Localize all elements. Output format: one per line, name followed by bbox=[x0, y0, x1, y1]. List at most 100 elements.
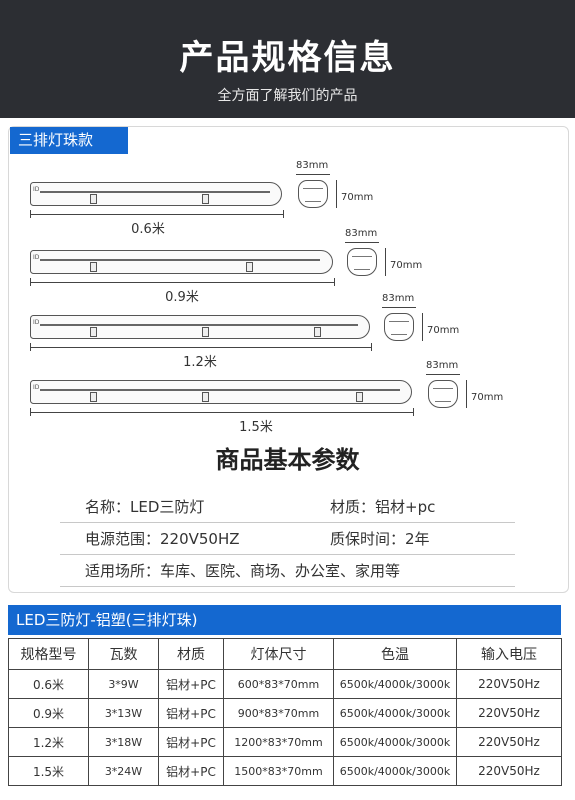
lamp-clip bbox=[314, 327, 321, 337]
column-header: 材质 bbox=[158, 638, 224, 670]
lamp-stripe bbox=[40, 389, 400, 391]
table-row: 1.5米 3*24W 铝材+PC 1500*83*70mm 6500k/4000… bbox=[8, 756, 562, 786]
width-label: 83mm bbox=[345, 228, 378, 239]
lamp-stripe bbox=[40, 324, 358, 326]
column-header: 灯体尺寸 bbox=[223, 638, 334, 670]
lamp-body bbox=[30, 250, 333, 274]
table-cell: 600*83*70mm bbox=[223, 669, 334, 699]
cross-section-icon bbox=[347, 248, 377, 276]
param-material: 材质：铝材+pc bbox=[330, 498, 436, 516]
param-row: 适用场所：车库、医院、商场、办公室、家用等 bbox=[60, 554, 515, 587]
table-cell: 3*24W bbox=[88, 756, 159, 786]
lamp-clip bbox=[202, 327, 209, 337]
table-row: 0.9米 3*13W 铝材+PC 900*83*70mm 6500k/4000k… bbox=[8, 698, 562, 728]
height-label: 70mm bbox=[427, 325, 460, 336]
length-label: 0.9米 bbox=[165, 290, 199, 305]
width-dimension bbox=[382, 307, 416, 308]
endcap-label: ID bbox=[33, 186, 40, 193]
endcap-label: ID bbox=[33, 319, 40, 326]
lamp-clip bbox=[356, 392, 363, 402]
lamp-body bbox=[30, 315, 370, 339]
column-header: 色温 bbox=[333, 638, 457, 670]
table-cell: 220V50Hz bbox=[456, 698, 562, 728]
cross-section-icon bbox=[298, 180, 328, 208]
table-cell: 1500*83*70mm bbox=[223, 756, 334, 786]
table-header-row: 规格型号 瓦数 材质 灯体尺寸 色温 输入电压 bbox=[8, 638, 562, 670]
table-cell: 3*13W bbox=[88, 698, 159, 728]
height-dimension bbox=[385, 248, 386, 276]
height-label: 70mm bbox=[341, 192, 374, 203]
params-title: 商品基本参数 bbox=[215, 446, 360, 474]
lamp-drawing-0-9m: ID bbox=[30, 250, 333, 274]
table-cell: 铝材+PC bbox=[158, 669, 224, 699]
table-cell: 0.6米 bbox=[8, 669, 89, 699]
width-dimension bbox=[296, 174, 330, 175]
width-label: 83mm bbox=[426, 360, 459, 371]
table-cell: 1200*83*70mm bbox=[223, 727, 334, 757]
column-header: 输入电压 bbox=[456, 638, 562, 670]
lamp-clip bbox=[202, 392, 209, 402]
endcap-label: ID bbox=[33, 254, 40, 261]
param-name: 名称：LED三防灯 bbox=[85, 498, 205, 516]
height-label: 70mm bbox=[471, 392, 504, 403]
table-cell: 900*83*70mm bbox=[223, 698, 334, 728]
table-cell: 1.2米 bbox=[8, 727, 89, 757]
column-header: 规格型号 bbox=[8, 638, 89, 670]
length-dimension bbox=[30, 408, 414, 416]
table-cell: 铝材+PC bbox=[158, 698, 224, 728]
param-row: 电源范围：220V50HZ 质保时间：2年 bbox=[60, 522, 515, 555]
length-dimension bbox=[30, 210, 284, 218]
table-row: 0.6米 3*9W 铝材+PC 600*83*70mm 6500k/4000k/… bbox=[8, 669, 562, 699]
length-label: 0.6米 bbox=[131, 222, 165, 237]
table-cell: 6500k/4000k/3000k bbox=[333, 669, 457, 699]
lamp-drawing-0-6m: ID bbox=[30, 182, 282, 206]
spec-table: 规格型号 瓦数 材质 灯体尺寸 色温 输入电压 0.6米 3*9W 铝材+PC … bbox=[8, 638, 562, 786]
table-cell: 6500k/4000k/3000k bbox=[333, 727, 457, 757]
table-cell: 3*9W bbox=[88, 669, 159, 699]
table-cell: 铝材+PC bbox=[158, 727, 224, 757]
lamp-clip bbox=[90, 262, 97, 272]
width-dimension bbox=[426, 374, 460, 375]
table-cell: 3*18W bbox=[88, 727, 159, 757]
param-row: 名称：LED三防灯 材质：铝材+pc bbox=[60, 490, 515, 523]
width-label: 83mm bbox=[296, 160, 329, 171]
height-label: 70mm bbox=[390, 260, 423, 271]
lamp-stripe bbox=[40, 191, 270, 193]
lamp-drawing-1-5m: ID bbox=[30, 380, 412, 404]
section-tag: 三排灯珠款 bbox=[10, 127, 128, 154]
lamp-clip bbox=[90, 392, 97, 402]
param-voltage: 电源范围：220V50HZ bbox=[85, 530, 240, 548]
page-header: 产品规格信息 全方面了解我们的产品 bbox=[0, 0, 575, 118]
param-warranty: 质保时间：2年 bbox=[330, 530, 430, 548]
endcap-label: ID bbox=[33, 384, 40, 391]
lamp-stripe bbox=[40, 259, 320, 261]
lamp-drawing-1-2m: ID bbox=[30, 315, 370, 339]
page-title: 产品规格信息 bbox=[179, 38, 396, 78]
page-subtitle: 全方面了解我们的产品 bbox=[217, 88, 358, 104]
table-cell: 220V50Hz bbox=[456, 669, 562, 699]
column-header: 瓦数 bbox=[88, 638, 159, 670]
height-dimension bbox=[336, 180, 337, 208]
cross-section-icon bbox=[428, 380, 458, 408]
table-cell: 6500k/4000k/3000k bbox=[333, 756, 457, 786]
table-cell: 1.5米 bbox=[8, 756, 89, 786]
table-cell: 6500k/4000k/3000k bbox=[333, 698, 457, 728]
param-usage: 适用场所：车库、医院、商场、办公室、家用等 bbox=[85, 562, 401, 580]
lamp-clip bbox=[246, 262, 253, 272]
table-cell: 0.9米 bbox=[8, 698, 89, 728]
table-cell: 220V50Hz bbox=[456, 756, 562, 786]
table-title: LED三防灯-铝塑(三排灯珠) bbox=[8, 605, 561, 635]
length-label: 1.5米 bbox=[239, 420, 273, 435]
lamp-clip bbox=[202, 194, 209, 204]
table-cell: 铝材+PC bbox=[158, 756, 224, 786]
length-label: 1.2米 bbox=[183, 355, 217, 370]
width-label: 83mm bbox=[382, 293, 415, 304]
table-row: 1.2米 3*18W 铝材+PC 1200*83*70mm 6500k/4000… bbox=[8, 727, 562, 757]
width-dimension bbox=[345, 242, 379, 243]
length-dimension bbox=[30, 343, 372, 351]
lamp-body bbox=[30, 182, 282, 206]
table-cell: 220V50Hz bbox=[456, 727, 562, 757]
length-dimension bbox=[30, 278, 335, 286]
cross-section-icon bbox=[384, 313, 414, 341]
lamp-clip bbox=[90, 194, 97, 204]
